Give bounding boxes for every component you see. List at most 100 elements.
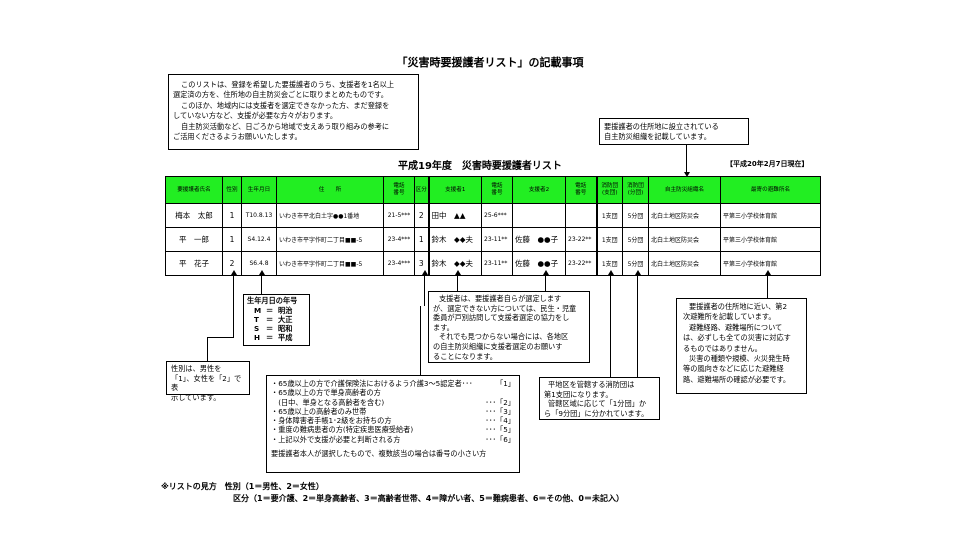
org-note-line: 自主防災組織を記載しています。: [604, 132, 711, 142]
arrow-up-icon: [230, 270, 237, 275]
header-cell: 自主防災組織名: [648, 176, 721, 204]
shelter-connector: [767, 274, 769, 298]
supporter-line: が、選定できない方については、民生・児童: [433, 303, 577, 313]
shelter-line: は、必ずしも全ての災害に対応す: [683, 333, 791, 343]
arrow-up-icon: [258, 270, 265, 275]
cell-supporter1: 鈴木 ◆◆夫: [427, 227, 482, 252]
category-item-code: 「1」: [496, 379, 515, 388]
cell-shelter: 平第三小学校体育館: [720, 227, 821, 252]
header-cell: 生年月日: [241, 176, 277, 204]
org-note-box: 要援護者の住所地に設立されている 自主防災組織を記載しています。: [599, 118, 749, 145]
header-cell: 電話 番号: [565, 176, 598, 204]
gender-line: 性別は、男性を: [171, 364, 222, 373]
shelter-line: るものではありません。: [683, 343, 762, 353]
gender-line: 「1」、女性を「2」で表: [171, 373, 242, 393]
header-cell: 支援者2: [512, 176, 566, 204]
supporter-line: それでも見つからない場合には、各地区: [439, 332, 569, 342]
header-cell: 消防団 (支団): [596, 176, 623, 204]
gender-connector-v: [207, 337, 209, 361]
arrow-down-icon: [683, 172, 690, 177]
intro-line: このほか、地域内には支援者を選定できなかった方、まだ登録を: [181, 100, 390, 110]
cell-shelter: 平第三小学校体育館: [720, 251, 821, 276]
category-connector-v: [424, 304, 426, 306]
supporter-box: 支援者は、要援護者自らが選定します が、選定できない方については、民生・児童 委…: [428, 291, 590, 363]
fire-line: 平地区を管轄する消防団は: [548, 380, 635, 389]
category-connector: [424, 274, 426, 304]
category-item-text: ・身体障害者手帳1･2級をお持ちの方: [271, 416, 392, 426]
category-item-text: ・65歳以上の方で介護保険法におけるよう介護3～5認定者･･･: [271, 379, 473, 388]
supporter-line: ることになります。: [433, 351, 497, 361]
cell-name: 平 一郎: [165, 227, 223, 252]
cell-address: いわき市平字作町二丁目■■-5: [276, 227, 384, 252]
arrow-up-icon: [607, 270, 614, 275]
fire-box: 平地区を管轄する消防団は 第1支団になります。 管轄区域に応じて「1分団」か ら…: [539, 377, 660, 420]
category-item-text: ・65歳以上の高齢者のみ世帯: [271, 406, 367, 416]
era-item: T＝大正: [254, 315, 293, 325]
era-box: 生年月日の年号 M＝明治 T＝大正 S＝昭和 H＝平成: [243, 294, 310, 346]
gender-line: 示しています。: [171, 392, 221, 402]
fire-line: 管轄区域に応じて「1分団」か: [548, 399, 647, 408]
cell-name: 平 花子: [165, 251, 223, 276]
cell-org: 北白土地区防災会: [648, 203, 721, 228]
category-item-code: ･･･「4」: [485, 416, 515, 426]
as-of-date: 【平成20年2月7日現在】: [726, 160, 809, 168]
header-cell: 性別: [222, 176, 242, 204]
header-cell: 住 所: [276, 176, 384, 204]
cell-phone2: [565, 203, 598, 228]
cell-address: いわき市平北白土字●●1番地: [276, 203, 384, 228]
cell-phone2: 23-22**: [565, 227, 598, 252]
header-cell: 消防団 (分団): [622, 176, 649, 204]
page-title: 「災害時要援護者リスト」の記載事項: [396, 56, 584, 69]
category-item-code: ･･･「6」: [485, 434, 515, 444]
cell-supporter1: 鈴木 ◆◆夫: [427, 251, 482, 276]
category-item: ・65歳以上の方で介護保険法におけるよう介護3～5認定者･･･ 「1」: [271, 379, 515, 388]
category-item: ・重度の難病患者の方(特定疾患医療受給者) ･･･「5」: [271, 425, 515, 434]
intro-line: 選定済の方を、住所地の自主防災会ごとに取りまとめたものです。: [173, 90, 388, 100]
category-item-text: ・重度の難病患者の方(特定疾患医療受給者): [271, 425, 414, 435]
fire-connector-1: [610, 274, 612, 377]
legend: ※リストの見方 性別（1＝男性、2＝女性） 区分（1＝要介護、2＝単身高齢者、3…: [161, 481, 624, 505]
cell-birth: S4.12.4: [241, 227, 277, 252]
cell-phone1: 25-6***: [481, 203, 513, 228]
category-item-text: (日中、単身となる高齢者を含む): [271, 397, 385, 407]
gender-connector-h: [207, 337, 234, 339]
category-box: ・65歳以上の方で介護保険法におけるよう介護3～5認定者･･･「1」・65歳以上…: [266, 375, 520, 473]
table-header-row: 要援護者氏名 性別 生年月日 住 所 電話 番号 区分 支援者1 電話 番号 支…: [165, 176, 821, 204]
register-table: 要援護者氏名 性別 生年月日 住 所 電話 番号 区分 支援者1 電話 番号 支…: [165, 176, 821, 276]
category-item-text: ・65歳以上の方で単身高齢者の方: [271, 388, 381, 398]
cell-supporter2: [512, 203, 566, 228]
supporter-line: ます。: [433, 322, 454, 332]
org-note-connector: [686, 145, 688, 173]
cell-gender: 1: [222, 203, 242, 228]
cell-org: 北白土地区防災会: [648, 251, 721, 276]
header-cell: 区分: [414, 176, 429, 204]
era-title: 生年月日の年号: [247, 296, 298, 305]
category-item: ・上記以外で支援が必要と判断される方･･･「6」: [271, 435, 515, 444]
fire-line: 第1支団になります。: [544, 389, 613, 399]
intro-line: 自主防災活動など、日ごろから地域で支えあう取り組みの参考に: [181, 121, 390, 131]
cell-phone1: 23-11**: [481, 251, 513, 276]
shelter-line: 避難経路、避難場所について: [689, 322, 783, 332]
cell-phone1: 23-11**: [481, 227, 513, 252]
cell-fire-corps: 1支団: [596, 203, 623, 228]
shelter-line: 災害の種類や規模、火災発生時: [689, 354, 790, 364]
cell-supporter2: 佐藤 ●●子: [512, 251, 566, 276]
cell-phone: 21-5***: [383, 203, 415, 228]
cell-fire-branch: 5分団: [622, 203, 649, 228]
category-item-code: ･･･「5」: [485, 425, 515, 435]
arrow-up-icon: [454, 270, 461, 275]
category-item: ・65歳以上の方で単身高齢者の方: [271, 388, 515, 397]
intro-line: ご活用くださるようお願いいたします。: [173, 132, 302, 142]
header-cell: 電話 番号: [383, 176, 415, 204]
arrow-up-icon: [634, 270, 641, 275]
category-connector-left: [420, 306, 422, 375]
header-cell: 最寄の避難所名: [720, 176, 821, 204]
category-item-code: ･･･「3」: [485, 406, 515, 416]
gender-connector: [233, 274, 235, 338]
arrow-up-icon: [542, 270, 549, 275]
legend-line-2: 区分（1＝要介護、2＝単身高齢者、3＝高齢者世帯、4＝障がい者、5＝難病患者、6…: [233, 494, 624, 503]
cell-fire-branch: 5分団: [622, 227, 649, 252]
org-note-line: 要援護者の住所地に設立されている: [604, 122, 719, 131]
